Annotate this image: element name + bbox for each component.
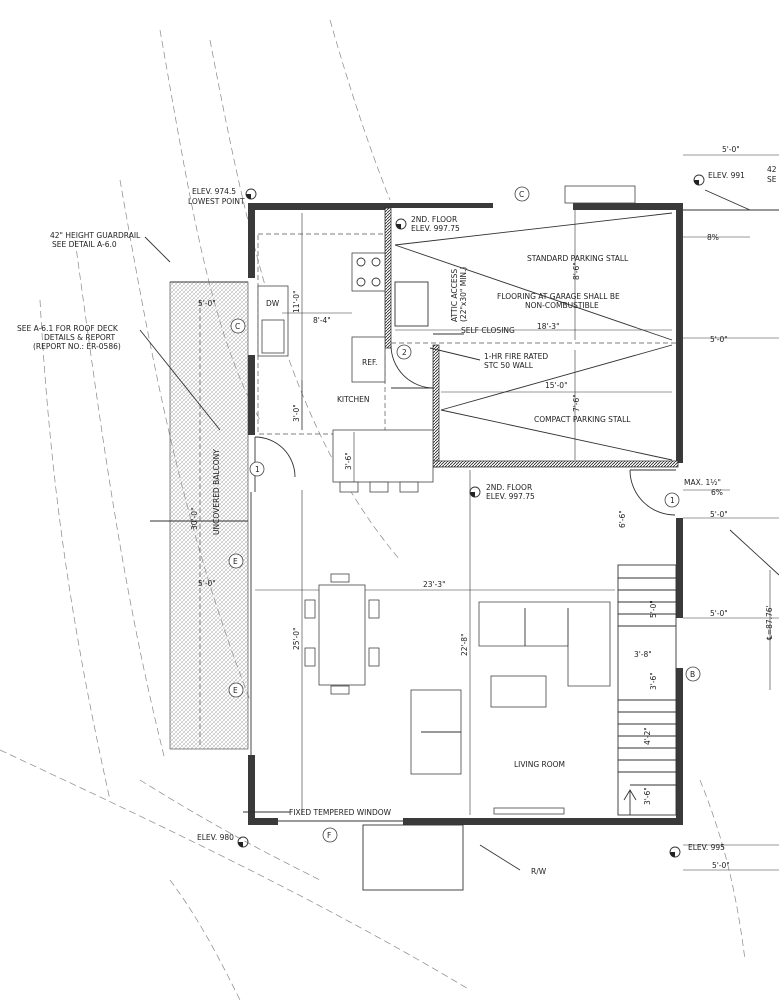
dim-3-6-bottom: 3'-6" xyxy=(643,787,652,805)
dim-6-6: 6'-6" xyxy=(618,510,627,528)
dim-3-0: 3'-0" xyxy=(292,404,301,422)
second-floor-value-1: ELEV. 997.75 xyxy=(411,224,460,233)
door-tag-1b: 1 xyxy=(670,496,675,505)
elev-lowest-label: LOWEST POINT xyxy=(188,197,245,206)
dim-4-2: 4'-2" xyxy=(643,727,652,745)
dim-8-6: 8'-6" xyxy=(572,262,581,280)
tag-c-top: C xyxy=(519,190,524,199)
tag-f: F xyxy=(327,831,331,840)
exterior-walls xyxy=(248,203,683,825)
dim-5-0-right-4: 5'-0" xyxy=(710,609,728,618)
dim-3-6-island: 3'-6" xyxy=(344,452,353,470)
max-slope-note: MAX. 1½" xyxy=(684,478,721,487)
dishwasher-label: DW xyxy=(266,299,280,308)
second-floor-label-1: 2ND. FLOOR xyxy=(411,215,457,224)
elev-980: ELEV. 980 xyxy=(197,833,234,842)
partial-note-42: 42 xyxy=(767,165,777,174)
self-closing-note: SELF CLOSING xyxy=(461,326,515,335)
tag-c-left: C xyxy=(235,322,240,331)
compact-stall-label: COMPACT PARKING STALL xyxy=(534,415,631,424)
dim-5-0-right-2: 5'-0" xyxy=(710,335,728,344)
kitchen-layout xyxy=(257,213,434,493)
guardrail-note-2: SEE DETAIL A-6.0 xyxy=(52,240,117,249)
tag-e-2: E xyxy=(233,686,238,695)
dim-5-0-balcony-mid: 5'-0" xyxy=(198,579,216,588)
dim-23-3: 23'-3" xyxy=(423,580,446,589)
partial-note-se: SE xyxy=(767,175,777,184)
dim-7-6: 7'-6" xyxy=(572,394,581,412)
window-note: FIXED TEMPERED WINDOW xyxy=(289,808,392,817)
roof-deck-note-2: DETAILS & REPORT xyxy=(44,333,115,342)
dim-22-8: 22'-8" xyxy=(460,633,469,656)
elevation-markers xyxy=(237,174,705,858)
dim-5-0-right-5: 5'-0" xyxy=(712,861,730,870)
dim-3-6-stair: 3'-6" xyxy=(649,672,658,690)
doors xyxy=(254,344,676,516)
dim-15-0: 15'-0" xyxy=(545,381,568,390)
balcony-label: UNCOVERED BALCONY xyxy=(212,449,221,535)
balcony xyxy=(169,281,249,750)
attic-note-2: (22"x30" MIN.) xyxy=(459,267,468,322)
second-floor-value-2: ELEV. 997.75 xyxy=(486,492,535,501)
elev-991: ELEV. 991 xyxy=(708,171,745,180)
plan-labels: ELEV. 974.5 LOWEST POINT 2ND. FLOOR ELEV… xyxy=(17,145,777,876)
guardrail-note-1: 42" HEIGHT GUARDRAIL xyxy=(50,231,141,240)
flooring-note-2: NON-COMBUSTIBLE xyxy=(525,301,599,310)
elev-995: ELEV. 995 xyxy=(688,843,725,852)
dim-5-0-stair: 5'-0" xyxy=(649,600,658,618)
refrigerator-label: REF. xyxy=(362,358,377,367)
tag-b: B xyxy=(690,670,695,679)
living-layout xyxy=(255,470,615,815)
dim-11-0: 11'-0" xyxy=(292,290,301,313)
site-lines xyxy=(362,154,779,891)
dim-25-0: 25'-0" xyxy=(292,627,301,650)
centerline-note: ℄=87.76' xyxy=(765,605,774,640)
standard-stall-label: STANDARD PARKING STALL xyxy=(527,254,629,263)
dim-18-3: 18'-3" xyxy=(537,322,560,331)
door-tag-2: 2 xyxy=(402,348,407,357)
kitchen-label: KITCHEN xyxy=(337,395,370,404)
fire-wall-note-2: STC 50 WALL xyxy=(484,361,534,370)
slope-8-percent: 8% xyxy=(707,233,719,242)
leader-lines xyxy=(139,236,481,813)
fire-wall-note-1: 1-HR FIRE RATED xyxy=(484,352,548,361)
second-floor-label-2: 2ND. FLOOR xyxy=(486,483,532,492)
dim-5-0-right-3: 5'-0" xyxy=(710,510,728,519)
dim-30-0: 30'-0" xyxy=(190,507,199,530)
roof-deck-note-3: (REPORT NO.: ER-0586) xyxy=(33,342,121,351)
roof-deck-note-1: SEE A-6.1 FOR ROOF DECK xyxy=(17,324,119,333)
living-room-label: LIVING ROOM xyxy=(514,760,565,769)
attic-note-1: ATTIC ACCESS xyxy=(450,269,459,322)
flooring-note-1: FLOORING AT GARAGE SHALL BE xyxy=(497,292,620,301)
tag-e-1: E xyxy=(233,557,238,566)
door-tag-1: 1 xyxy=(255,465,260,474)
elev-lowest-value: ELEV. 974.5 xyxy=(192,187,236,196)
right-of-way-label: R/W xyxy=(531,867,547,876)
dim-5-0-right-1: 5'-0" xyxy=(722,145,740,154)
dim-8-4: 8'-4" xyxy=(313,316,331,325)
dim-3-8: 3'-8" xyxy=(634,650,652,659)
stairs xyxy=(617,564,677,816)
dim-5-0-balcony-top: 5'-0" xyxy=(198,299,216,308)
garage-layout xyxy=(391,185,676,461)
section-tags xyxy=(228,186,701,843)
slope-6-percent: 6% xyxy=(711,488,723,497)
topography-contours xyxy=(0,19,746,1001)
